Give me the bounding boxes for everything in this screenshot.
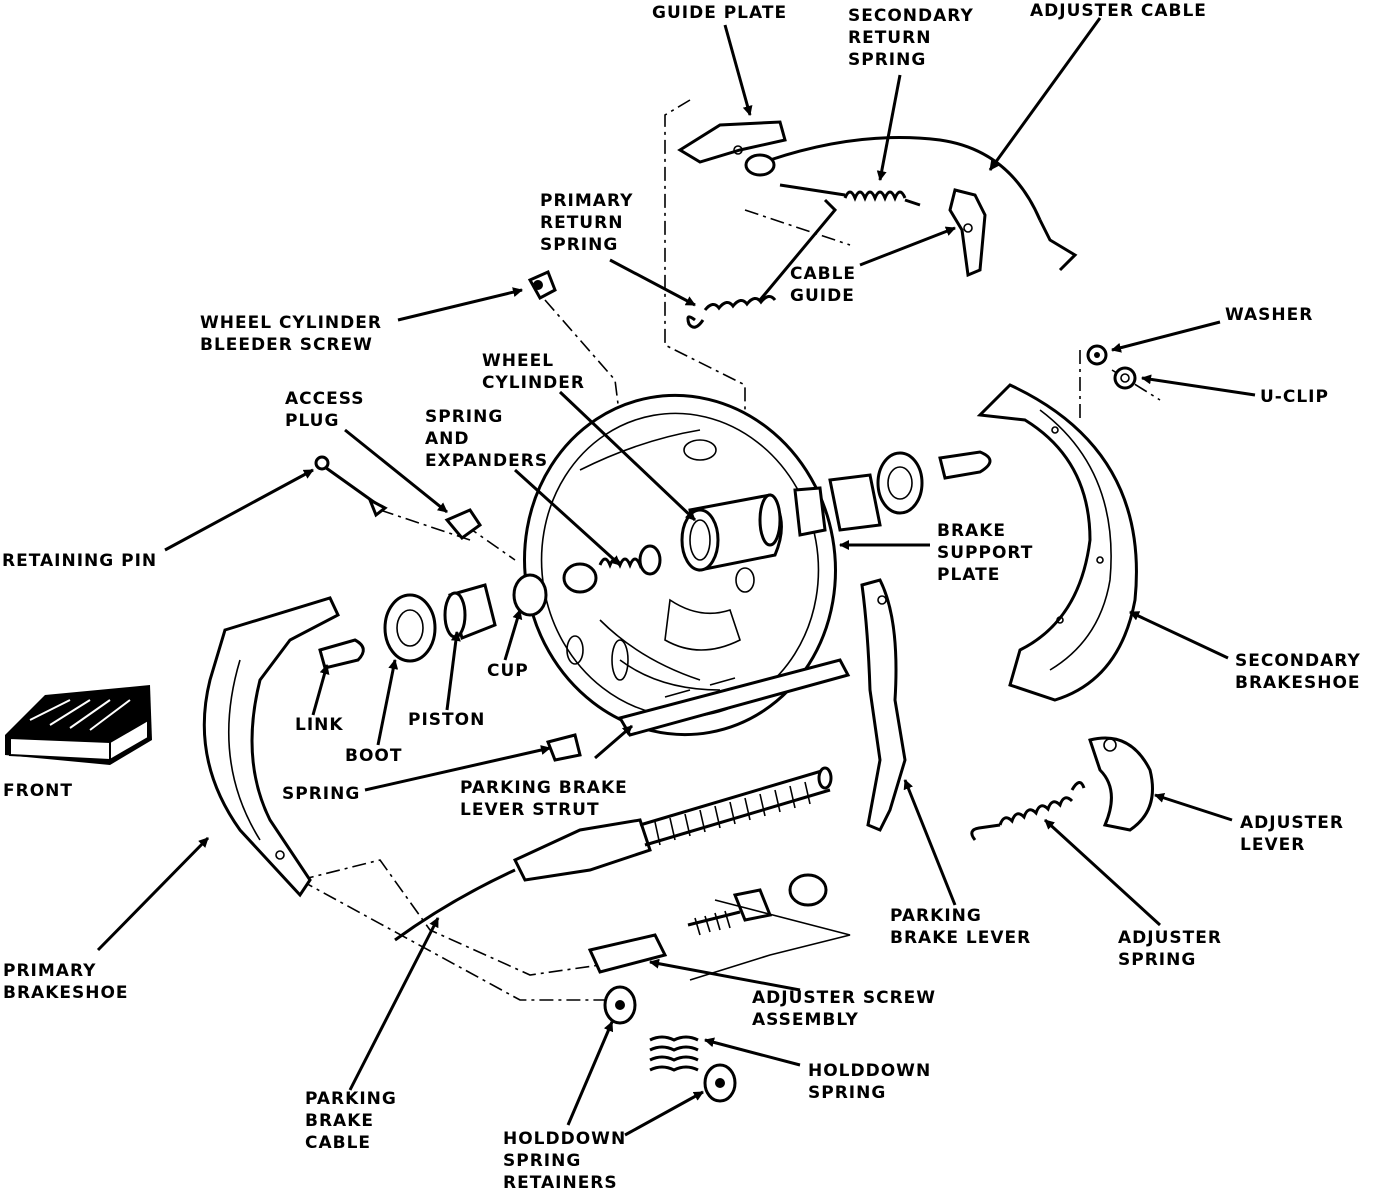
parking-brake-cable-shape <box>394 766 833 942</box>
label-guide-plate: GUIDE PLATE <box>652 3 788 23</box>
primary-brakeshoe-shape <box>202 596 340 898</box>
retaining-pin-shape <box>314 455 388 518</box>
label-piston: PISTON <box>408 710 486 730</box>
secondary-return-spring-shape <box>779 183 921 207</box>
primary-return-spring-shape <box>686 198 838 329</box>
adjuster-lever-shape <box>1088 736 1154 832</box>
access-plug-shape <box>444 508 483 541</box>
bleeder-screw-shape <box>527 269 557 301</box>
adjuster-spring-shape <box>970 781 1086 841</box>
u-clip-shape <box>1113 366 1137 390</box>
boot-shape <box>383 593 437 663</box>
label-u-clip: U-CLIP <box>1260 387 1329 407</box>
label-boot: BOOT <box>345 746 403 766</box>
wheel-cylinder-shape <box>680 493 783 572</box>
label-front: FRONT <box>3 781 73 801</box>
adjuster-screw-assembly-shape <box>587 873 851 981</box>
label-washer: WASHER <box>1225 305 1314 325</box>
label-spring: SPRING <box>282 784 361 804</box>
label-retaining-pin: RETAINING PIN <box>2 551 158 571</box>
brake-support-plate-shape <box>523 393 837 737</box>
cable-guide-shape <box>948 188 987 278</box>
adjuster-cable-shape <box>744 136 1078 272</box>
secondary-brakeshoe-shape <box>976 383 1138 702</box>
holddown-parts-shape <box>603 985 737 1103</box>
piston-shape <box>443 583 497 641</box>
link-shape <box>318 638 365 670</box>
label-cup: CUP <box>487 661 529 681</box>
alignment-lines <box>299 99 1161 1001</box>
label-link: LINK <box>295 715 344 735</box>
front-indicator-shape <box>5 685 152 765</box>
leader-arrows <box>96 17 1256 1137</box>
spring-expanders-shape <box>562 544 662 594</box>
small-spring-shape <box>545 733 582 762</box>
cup-shape <box>512 573 548 617</box>
guide-plate-shape <box>677 120 787 164</box>
right-cylinder-parts <box>793 450 992 537</box>
parking-brake-lever-shape <box>860 578 907 832</box>
washer-shape <box>1086 344 1108 366</box>
label-adjuster-cable: ADJUSTER CABLE <box>1030 1 1207 21</box>
